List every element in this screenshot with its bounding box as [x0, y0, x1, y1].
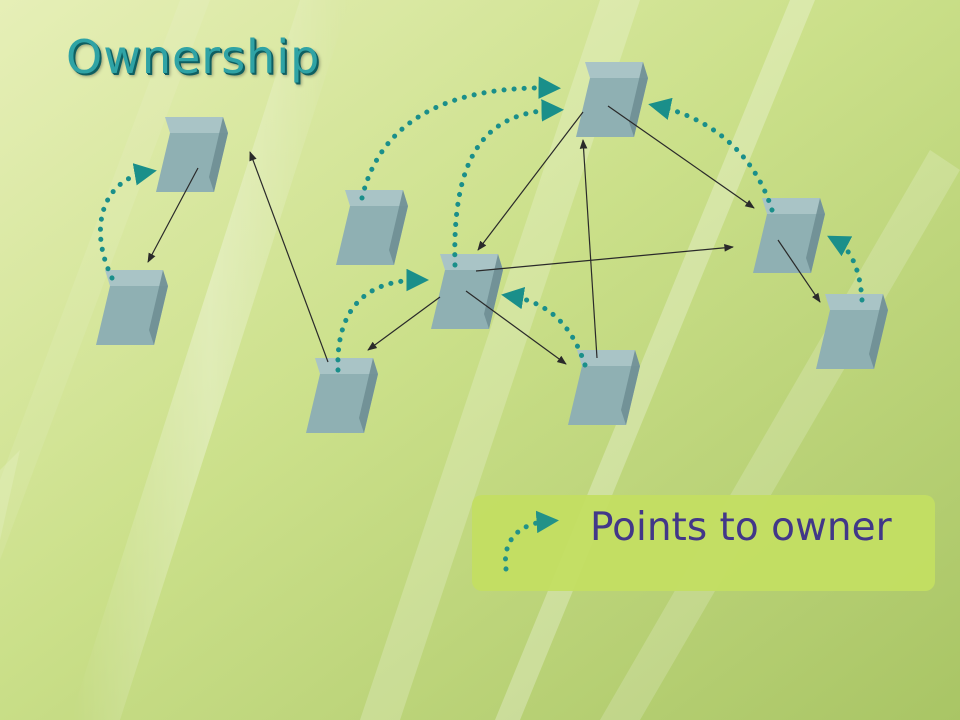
- owner-d-to-f: [452, 99, 564, 268]
- block-g-icon: [568, 350, 640, 425]
- ref-d-to-e: [367, 296, 441, 351]
- legend-label: Points to owner: [590, 505, 892, 550]
- ref-f-to-h: [607, 105, 755, 209]
- legend-box: Points to owner: [472, 495, 935, 591]
- ref-g-to-f: [579, 139, 598, 359]
- blocks: [96, 62, 888, 433]
- block-d-icon: [431, 254, 503, 329]
- block-h-icon: [753, 198, 825, 273]
- ref-d-to-g: [465, 290, 567, 365]
- page-title: Ownership: [66, 30, 321, 84]
- block-b-icon: [96, 270, 168, 345]
- block-e-icon: [306, 358, 378, 433]
- block-a-icon: [156, 117, 228, 192]
- block-c-icon: [336, 190, 408, 265]
- block-f-icon: [576, 62, 648, 137]
- block-i-icon: [816, 294, 888, 369]
- owner-arrows: [97, 76, 865, 373]
- owner-i-to-h: [827, 235, 865, 303]
- ref-h-to-i: [777, 239, 821, 303]
- owner-c-to-f: [359, 76, 561, 201]
- owner-e-to-d: [335, 268, 429, 373]
- ref-e-to-a: [249, 151, 329, 363]
- ref-f-to-d: [477, 111, 584, 251]
- owner-b-to-a: [97, 163, 157, 281]
- owner-h-to-f: [648, 97, 775, 213]
- ref-d-to-h: [475, 243, 734, 272]
- reference-arrows: [147, 105, 821, 365]
- ref-a-to-b: [147, 167, 199, 263]
- owner-arrow-legend-icon: [502, 510, 559, 572]
